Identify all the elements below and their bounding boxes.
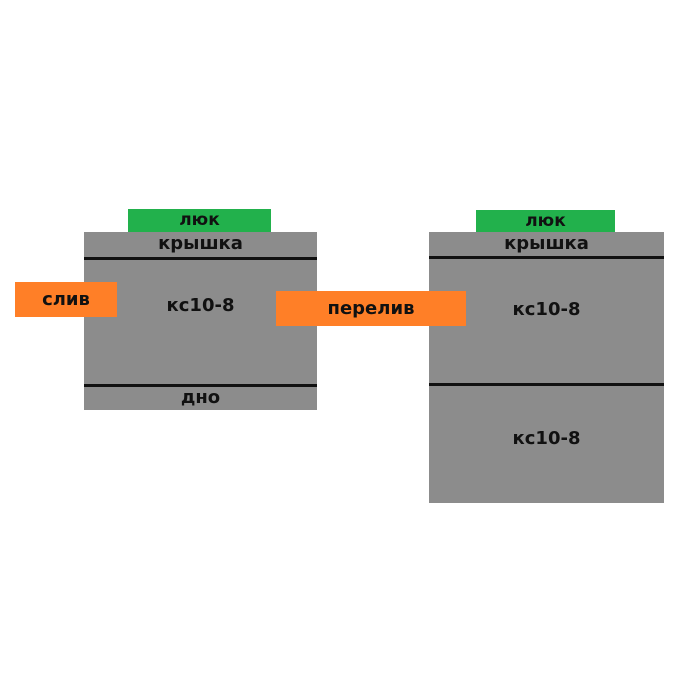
left-well-hatch: люк: [128, 209, 271, 232]
drain-pipe: слив: [15, 282, 117, 317]
left-well-lid-label: крышка: [158, 233, 243, 254]
right-well-lower-ring-label: кс10-8: [512, 428, 581, 449]
right-well-lid-label: крышка: [504, 233, 589, 254]
right-well-lid-divider: [429, 256, 664, 259]
right-well: [429, 232, 664, 503]
right-well-hatch: люк: [476, 210, 615, 232]
overflow-pipe: перелив: [276, 291, 466, 326]
right-well-ring-divider: [429, 383, 664, 386]
left-well-bottom-divider: [84, 384, 317, 387]
left-well-lid-divider: [84, 257, 317, 260]
left-well-ring-label: кс10-8: [166, 295, 235, 316]
right-well-upper-ring-label: кс10-8: [512, 299, 581, 320]
left-well-bottom-label: дно: [180, 387, 221, 408]
